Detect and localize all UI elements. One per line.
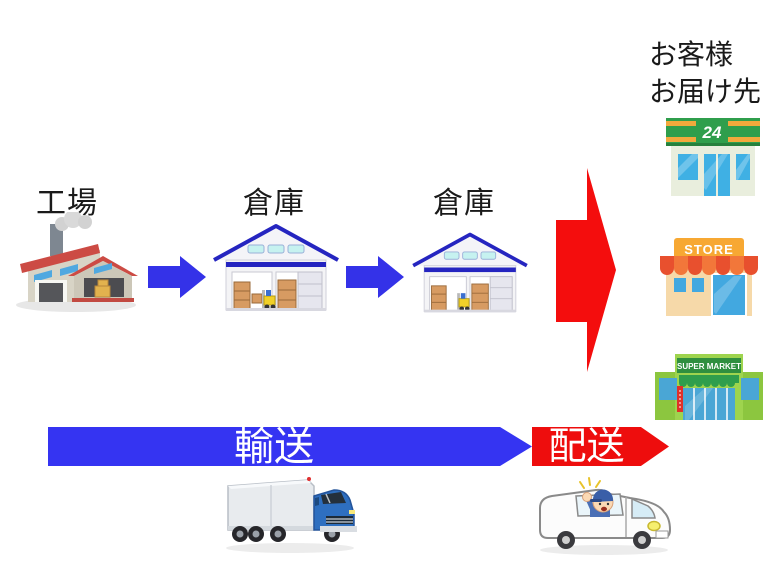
transport-banner: 輸送 [48,427,532,466]
delivery-banner: 配送 [532,427,669,466]
warehouse2-icon [408,229,532,317]
destination-line2: お届け先 [649,76,762,107]
supermarket-sign: SUPER MARKET [677,362,741,371]
flow-arrow-icon-1 [148,252,206,302]
store-sign: STORE [684,242,734,257]
factory-icon [12,212,144,314]
delivery-van-icon [530,468,678,558]
destination-label: お客様 お届け先 [649,36,761,110]
warehouse1-label: 倉庫 [243,187,305,220]
flow-arrow-icon-2 [346,252,404,302]
delivery-banner-label: 配送 [548,425,625,468]
store-icon: STORE [658,236,760,320]
destination-line1: お客様 [649,39,734,70]
convenience-store-sign: 24 [702,123,722,142]
warehouse2-label: 倉庫 [433,187,495,220]
truck-icon [218,470,360,556]
convenience-store-icon: 24 [666,118,760,200]
big-red-arrow-icon [554,166,618,374]
supermarket-icon: SUPER MARKET [655,346,763,426]
transport-banner-label: 輸送 [234,424,314,469]
warehouse1-icon [210,220,342,316]
